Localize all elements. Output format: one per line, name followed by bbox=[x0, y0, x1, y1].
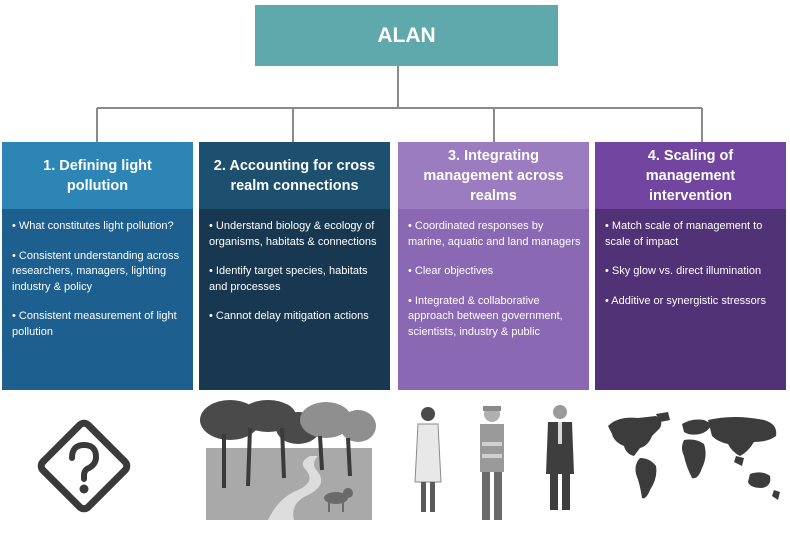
people-icon bbox=[414, 405, 574, 520]
world-map-icon bbox=[608, 412, 780, 500]
column-bullets: • Understand biology & ecology of organi… bbox=[199, 209, 390, 390]
bullet: • Clear objectives bbox=[408, 265, 494, 277]
connector-lines bbox=[96, 66, 703, 142]
column-bullets: • What constitutes light pollution? • Co… bbox=[2, 209, 193, 390]
root-node-alan: ALAN bbox=[255, 5, 558, 66]
forest-landscape-icon bbox=[200, 400, 376, 520]
column-title: 2. Accounting for cross realm connection… bbox=[199, 142, 390, 209]
column-defining-light-pollution: 1. Defining light pollution • What const… bbox=[2, 142, 193, 390]
column-bullets: • Match scale of management to scale of … bbox=[595, 209, 786, 390]
column-title: 4. Scaling of management intervention bbox=[595, 142, 786, 209]
bullet: • Consistent measurement of light pollut… bbox=[12, 310, 177, 338]
bullet: • What constitutes light pollution? bbox=[12, 220, 174, 232]
bullet: • Identify target species, habitats and … bbox=[209, 265, 368, 293]
bullet: • Sky glow vs. direct illumination bbox=[605, 265, 762, 277]
scientist-figure bbox=[414, 407, 442, 512]
column-integrating-management: 3. Integrating management across realms … bbox=[398, 142, 589, 390]
question-sign-icon bbox=[37, 419, 131, 513]
bullet: • Additive or synergistic stressors bbox=[605, 294, 766, 307]
bullet: • Cannot delay mitigation actions bbox=[209, 310, 369, 322]
column-bullets: • Coordinated responses by marine, aquat… bbox=[398, 209, 589, 390]
worker-figure bbox=[480, 406, 504, 520]
manager-figure bbox=[546, 405, 574, 510]
bullet: • Consistent understanding across resear… bbox=[12, 249, 180, 293]
bullet: • Understand biology & ecology of organi… bbox=[209, 220, 377, 248]
column-cross-realm-connections: 2. Accounting for cross realm connection… bbox=[199, 142, 390, 390]
column-scaling-intervention: 4. Scaling of management intervention • … bbox=[595, 142, 786, 390]
bullet: • Integrated & collaborative approach be… bbox=[408, 294, 563, 338]
column-title: 3. Integrating management across realms bbox=[398, 142, 589, 209]
column-title: 1. Defining light pollution bbox=[2, 142, 193, 209]
bullet: • Match scale of management to scale of … bbox=[605, 220, 763, 248]
root-label: ALAN bbox=[377, 23, 436, 47]
bullet: • Coordinated responses by marine, aquat… bbox=[408, 220, 581, 248]
